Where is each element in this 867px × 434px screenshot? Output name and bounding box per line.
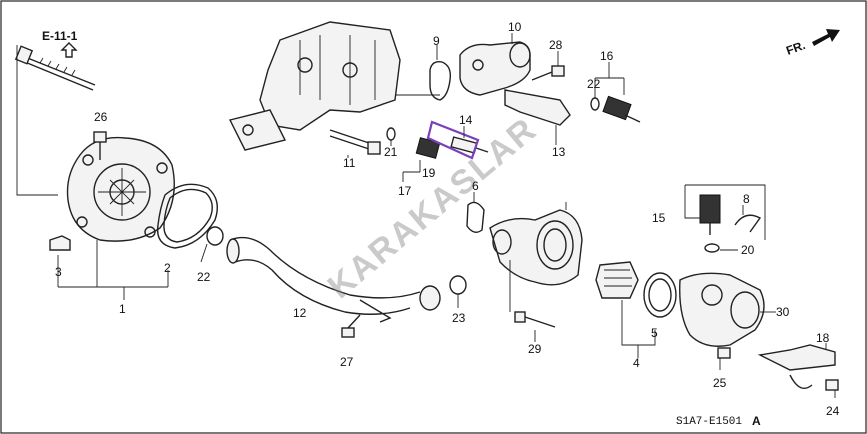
bolt-23 [825, 379, 839, 398]
sensor-14[interactable] [450, 136, 489, 154]
callout-14[interactable]: 14 [459, 113, 473, 127]
washer-19 [704, 243, 720, 253]
gasket-9 [429, 60, 452, 101]
pump-gasket-inner [163, 188, 213, 243]
outlet-housing-10 [459, 41, 531, 96]
stud-11 [329, 129, 381, 155]
water-pump-housing [66, 136, 175, 242]
callout-19[interactable]: 19 [422, 166, 436, 180]
callout-24[interactable]: 24 [826, 404, 840, 418]
cylinder-head [228, 21, 401, 151]
reference-label[interactable]: E-11-1 [42, 29, 78, 43]
clip-part-3 [49, 235, 71, 251]
callout-20[interactable]: 20 [741, 243, 755, 257]
up-arrow-icon [60, 42, 78, 58]
bolt-28 [514, 311, 556, 328]
callout-10[interactable]: 10 [508, 20, 522, 34]
bracket-18 [757, 344, 836, 371]
callout-9[interactable]: 9 [433, 34, 440, 48]
callout-labels: 1234568910111213141516171819202122222324… [55, 20, 840, 418]
callout-2[interactable]: 2 [164, 261, 171, 275]
sensor-15 [699, 194, 721, 235]
diagram-revision: A [752, 414, 761, 428]
diagram-code: S1A7-E1501 [676, 416, 742, 428]
bolt-27 [531, 65, 565, 81]
callout-29[interactable]: 29 [528, 342, 542, 356]
gasket-5 [643, 272, 677, 318]
callout-22[interactable]: 22 [587, 77, 601, 91]
leader-stud [16, 45, 58, 196]
callout-13[interactable]: 13 [552, 145, 566, 159]
callout-17[interactable]: 17 [398, 184, 412, 198]
thermostat-case-30 [489, 209, 583, 286]
thermostat-4 [595, 261, 639, 299]
o-ring-22b [449, 275, 467, 295]
highlight-box [426, 120, 480, 160]
bolt-25 [93, 131, 107, 160]
callout-21[interactable]: 21 [384, 145, 398, 159]
callout-25[interactable]: 25 [713, 376, 727, 390]
callout-4[interactable]: 4 [633, 356, 640, 370]
callout-27[interactable]: 27 [340, 355, 354, 369]
bolt-24 [717, 347, 731, 370]
bracket-13 [504, 89, 571, 126]
callout-30[interactable]: 30 [776, 305, 790, 319]
water-pipe-12 [226, 236, 441, 323]
callout-28[interactable]: 28 [549, 38, 563, 52]
callout-5[interactable]: 5 [651, 326, 658, 340]
sensor-17 [415, 137, 441, 159]
clip-8 [734, 214, 762, 233]
callout-8[interactable]: 8 [743, 192, 750, 206]
water-inlet-29 [679, 272, 765, 347]
callout-11[interactable]: 11 [343, 156, 356, 170]
callout-22[interactable]: 22 [197, 270, 211, 284]
pump-gasket [156, 183, 218, 249]
front-arrow-icon [812, 29, 840, 46]
o-ring-22a [206, 226, 224, 246]
stud-bolt [14, 45, 96, 91]
gasket-6 [466, 201, 485, 233]
callout-16[interactable]: 16 [600, 49, 614, 63]
callout-6[interactable]: 6 [472, 179, 479, 193]
sensor-16 [602, 95, 641, 123]
callout-23[interactable]: 23 [452, 311, 466, 325]
direction-label: FR. [784, 38, 807, 58]
callout-1[interactable]: 1 [119, 302, 126, 316]
washer-21 [590, 97, 600, 111]
callout-3[interactable]: 3 [55, 265, 62, 279]
bolt-26 [341, 314, 361, 338]
washer-20 [386, 127, 396, 141]
callout-18[interactable]: 18 [816, 331, 830, 345]
callout-15[interactable]: 15 [652, 211, 666, 225]
callout-12[interactable]: 12 [293, 306, 307, 320]
callout-26[interactable]: 26 [94, 110, 108, 124]
